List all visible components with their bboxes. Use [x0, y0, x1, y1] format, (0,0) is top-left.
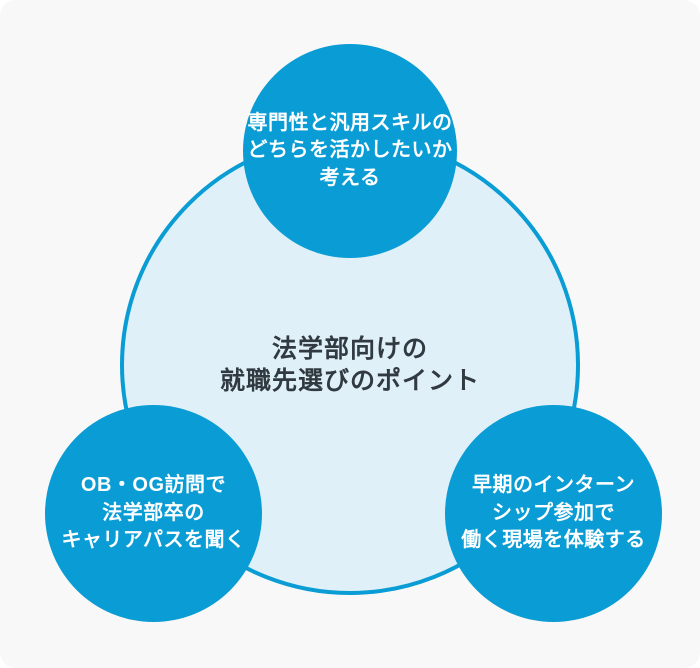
node-top-circle: 専門性と汎用スキルの どちらを活かしたいか 考える	[243, 44, 457, 258]
node-bottom-left-text: OB・OG訪問で 法学部卒の キャリアパスを聞く	[61, 472, 245, 554]
diagram-title-line-1: 法学部向けの	[271, 334, 428, 363]
node-top-text: 専門性と汎用スキルの どちらを活かしたいか 考える	[248, 110, 453, 192]
node-bottom-right-text: 早期のインターン シップ参加で 働く現場を体験する	[461, 472, 646, 554]
node-bottom-right-line-2: シップ参加で	[492, 501, 615, 524]
diagram-title-line-2: 就職先選びのポイント	[219, 367, 480, 395]
node-top-line-1: 専門性と汎用スキルの	[247, 111, 453, 134]
node-bottom-left-circle: OB・OG訪問で 法学部卒の キャリアパスを聞く	[45, 405, 262, 622]
node-top-line-2: どちらを活かしたいか	[247, 139, 453, 162]
node-bottom-left-line-3: キャリアパスを聞く	[61, 529, 246, 552]
node-top-line-3: 考える	[319, 166, 381, 189]
node-bottom-right-line-1: 早期のインターン	[472, 474, 635, 497]
node-bottom-left-line-2: 法学部卒の	[102, 501, 205, 524]
node-bottom-right-line-3: 働く現場を体験する	[461, 529, 646, 552]
node-bottom-left-line-1: OB・OG訪問で	[80, 474, 227, 497]
node-bottom-right-circle: 早期のインターン シップ参加で 働く現場を体験する	[445, 405, 662, 622]
diagram-title: 法学部向けの 就職先選びのポイント	[220, 333, 480, 398]
